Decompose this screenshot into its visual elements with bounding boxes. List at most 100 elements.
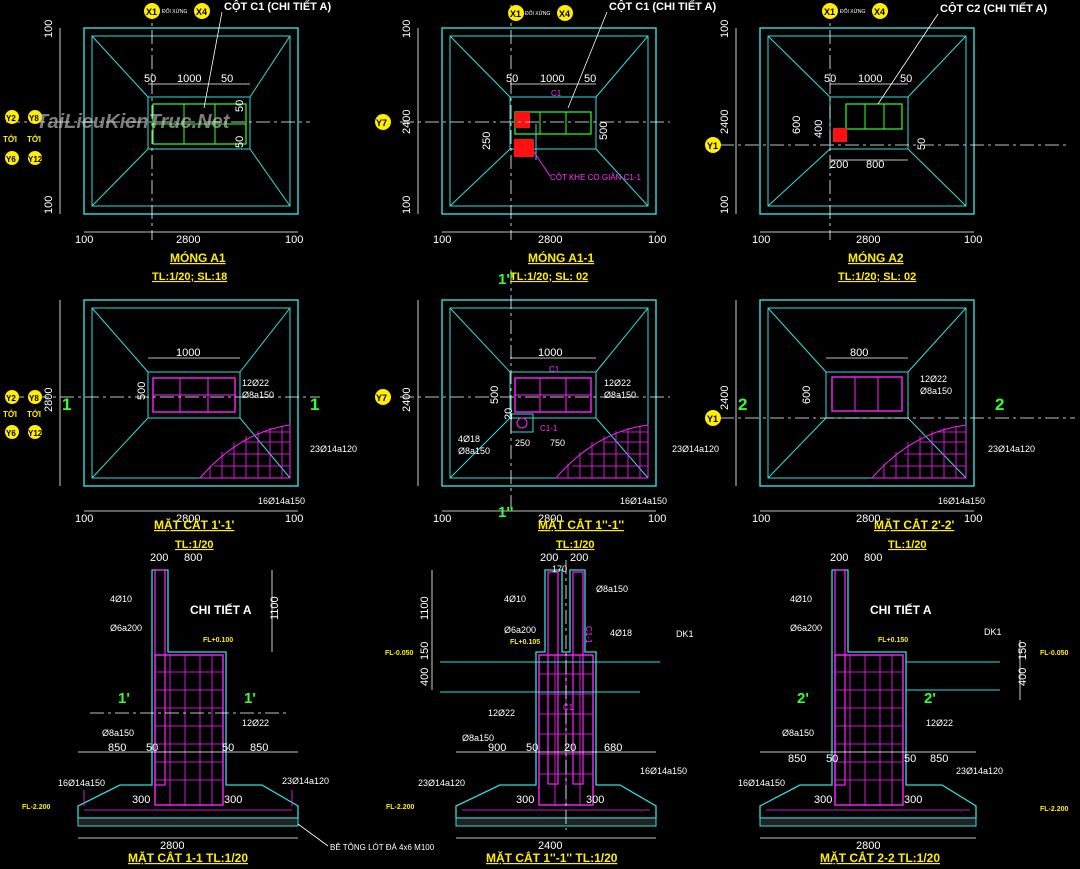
dim: 20 bbox=[503, 408, 515, 420]
dim: 100 bbox=[648, 513, 666, 525]
cut-mark: 2' bbox=[924, 690, 936, 707]
toi-label: TỚI bbox=[27, 410, 41, 419]
dim: 1100 bbox=[269, 596, 281, 620]
rebar-label: 16Ø14a150 bbox=[258, 496, 305, 506]
subtitle-tl: TL:1/20 bbox=[556, 539, 595, 551]
dim: 600 bbox=[801, 386, 813, 404]
dim: 500 bbox=[136, 382, 148, 400]
dim: 1000 bbox=[538, 347, 562, 359]
dim: 100 bbox=[719, 20, 731, 38]
dim: 100 bbox=[401, 196, 413, 214]
dim: 300 bbox=[586, 794, 604, 806]
dim: 50 bbox=[824, 73, 836, 85]
dim: 250 bbox=[515, 438, 530, 448]
axis-y2: Y2 bbox=[6, 394, 16, 403]
dim: 200 bbox=[540, 552, 558, 564]
rebar-label: Ø8a150 bbox=[458, 446, 490, 456]
dim: 150 bbox=[1017, 642, 1029, 660]
label-c1-1: C1-1 bbox=[540, 424, 558, 433]
title-s1b: MẶT CẮT 1''-1'' TL:1/20 bbox=[486, 850, 618, 865]
cut-mark: 1 bbox=[62, 395, 71, 414]
title-s22: MẶT CẮT 2-2 TL:1/20 bbox=[820, 850, 940, 865]
rebar-label: 23Ø14a120 bbox=[310, 444, 357, 454]
dim: 900 bbox=[488, 742, 506, 754]
rebar-label: 23Ø14a120 bbox=[956, 766, 1003, 776]
title-mong-a2: MÓNG A2 bbox=[848, 250, 904, 265]
dim: 1100 bbox=[419, 596, 431, 620]
dim: 200 bbox=[150, 552, 168, 564]
dim: 50 bbox=[526, 742, 538, 754]
dim: 850 bbox=[788, 753, 806, 765]
dim: 100 bbox=[285, 234, 303, 246]
subtitle-mong-a1-1: TL:1/20; SL: 02 bbox=[510, 271, 588, 283]
plan-dim-lines bbox=[59, 28, 974, 233]
dim: 680 bbox=[604, 742, 622, 754]
dim: 100 bbox=[719, 196, 731, 214]
rebar-label: 23Ø14a120 bbox=[282, 776, 329, 786]
rebar-label: 16Ø14a150 bbox=[738, 778, 785, 788]
level-mark: FL+0.105 bbox=[510, 639, 540, 646]
dim: 50 bbox=[146, 742, 158, 754]
dim: 800 bbox=[864, 552, 882, 564]
chitiet-a: CHI TIẾT A bbox=[870, 602, 932, 617]
section-plan-1pp bbox=[400, 270, 670, 510]
dim: 50 bbox=[506, 73, 518, 85]
dim: 1000 bbox=[858, 73, 882, 85]
dim: 1000 bbox=[176, 347, 200, 359]
rebar-label: 16Ø14a150 bbox=[640, 766, 687, 776]
plan-mong-a1-1 bbox=[400, 5, 670, 240]
level-mark: FL+0.150 bbox=[878, 637, 908, 644]
dim: 100 bbox=[752, 513, 770, 525]
dim: 100 bbox=[964, 234, 982, 246]
dim: 50 bbox=[916, 138, 928, 150]
dim: 50 bbox=[904, 753, 916, 765]
dim: 2400 bbox=[719, 110, 731, 134]
dim: 2800 bbox=[856, 513, 880, 525]
level-mark: FL-0.050 bbox=[1040, 650, 1069, 657]
rebar-label: Ø8a150 bbox=[604, 390, 636, 400]
axis-x1: X1 bbox=[824, 7, 835, 17]
toi-label: TỚI bbox=[3, 410, 17, 419]
dim: 2800 bbox=[856, 234, 880, 246]
section-plan-dim-lines bbox=[59, 300, 974, 512]
plan-mong-a1 bbox=[6, 5, 310, 240]
label-dk1: DK1 bbox=[984, 627, 1002, 637]
cut-mark: 1'' bbox=[498, 504, 513, 521]
dim: 250 bbox=[481, 132, 493, 150]
vsection-dim-lines bbox=[78, 570, 1021, 839]
level-mark: FL-2.200 bbox=[1040, 806, 1069, 813]
dim: 100 bbox=[75, 234, 93, 246]
subtitle-mong-a2: TL:1/20; SL: 02 bbox=[838, 271, 916, 283]
rebar-label: Ø8a150 bbox=[782, 728, 814, 738]
dim: 100 bbox=[964, 513, 982, 525]
axis-y1: Y1 bbox=[707, 141, 718, 151]
dim: 100 bbox=[285, 513, 303, 525]
vsection-2-2 bbox=[759, 569, 1000, 827]
dim: 200 bbox=[830, 159, 848, 171]
dim: 100 bbox=[648, 234, 666, 246]
dim: 2400 bbox=[401, 110, 413, 134]
rebar-label: 4Ø18 bbox=[610, 628, 632, 638]
rebar-label: 12Ø22 bbox=[926, 718, 953, 728]
dim: 100 bbox=[401, 20, 413, 38]
dim: 800 bbox=[866, 159, 884, 171]
axis-y12: Y12 bbox=[28, 155, 43, 164]
toi-label: TỚI bbox=[3, 135, 17, 144]
chitiet-a: CHI TIẾT A bbox=[190, 602, 252, 617]
dim: 100 bbox=[433, 234, 451, 246]
dim: 2800 bbox=[856, 840, 880, 852]
cut-mark: 2 bbox=[995, 395, 1004, 414]
rebar-label: Ø8a150 bbox=[462, 733, 494, 743]
vsection-1-1 bbox=[77, 569, 299, 827]
rebar-label: 12Ø22 bbox=[242, 718, 269, 728]
cut-mark: 2' bbox=[797, 690, 809, 707]
level-mark: FL-2.200 bbox=[386, 804, 415, 811]
label-c1: C1 bbox=[551, 89, 562, 98]
dim: 100 bbox=[433, 513, 451, 525]
dim: 800 bbox=[184, 552, 202, 564]
title-s11: MẶT CẮT 1-1 TL:1/20 bbox=[128, 850, 248, 865]
dim: 300 bbox=[132, 794, 150, 806]
sym-label: ĐỐI XỨNG bbox=[162, 8, 187, 15]
dim: 400 bbox=[419, 668, 431, 686]
axis-y6: Y6 bbox=[6, 429, 16, 438]
